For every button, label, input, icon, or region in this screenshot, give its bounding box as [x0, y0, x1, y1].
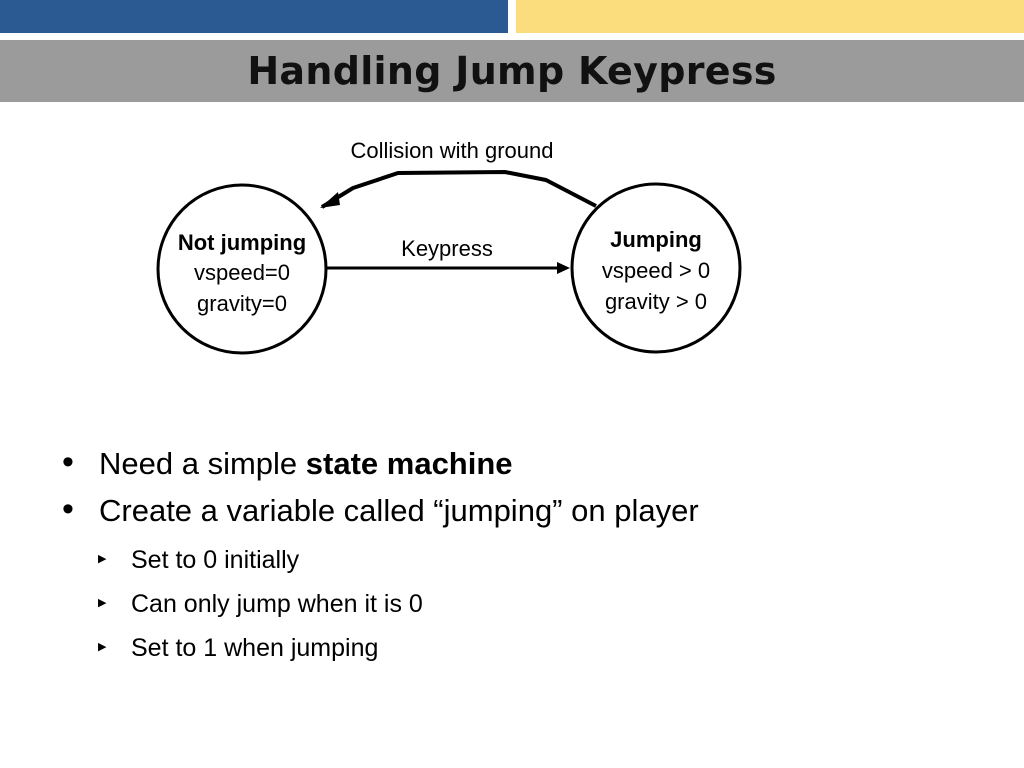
state-jumping-vspeed: vspeed > 0 [602, 258, 710, 283]
top-bar-right [516, 0, 1024, 33]
bullet-text: Need a simple [99, 446, 306, 481]
bullet-text-bold: state machine [305, 446, 513, 481]
triangle-bullet-icon: ▶ [98, 597, 107, 609]
sub-bullet-text: Set to 1 when jumping [131, 634, 379, 662]
triangle-bullet-icon: ▶ [98, 641, 107, 653]
triangle-bullet-icon: ▶ [98, 553, 107, 565]
state-not-jumping [156, 183, 328, 355]
slide-title: Handling Jump Keypress [247, 49, 777, 93]
state-not-jumping-gravity: gravity=0 [197, 291, 287, 316]
keypress-transition-label: Keypress [401, 236, 493, 261]
collision-transition-label: Collision with ground [351, 138, 554, 163]
collision-arrowhead-icon [320, 192, 340, 208]
top-bar-left [0, 0, 508, 33]
state-not-jumping-name: Not jumping [178, 230, 306, 255]
state-jumping-name: Jumping [610, 227, 702, 252]
bullet-dot-icon: • [62, 443, 74, 481]
state-jumping [570, 182, 742, 354]
state-jumping-gravity: gravity > 0 [605, 289, 707, 314]
bullet-dot-icon: • [62, 490, 74, 528]
keypress-arrowhead-icon [557, 262, 570, 274]
sub-bullet-text: Set to 0 initially [131, 546, 300, 574]
sub-bullet-text: Can only jump when it is 0 [131, 590, 423, 618]
collision-transition-arrow [320, 170, 597, 209]
state-not-jumping-vspeed: vspeed=0 [194, 260, 290, 285]
title-band: Handling Jump Keypress [0, 40, 1024, 102]
bullet-text: Create a variable called “jumping” on pl… [99, 493, 699, 528]
